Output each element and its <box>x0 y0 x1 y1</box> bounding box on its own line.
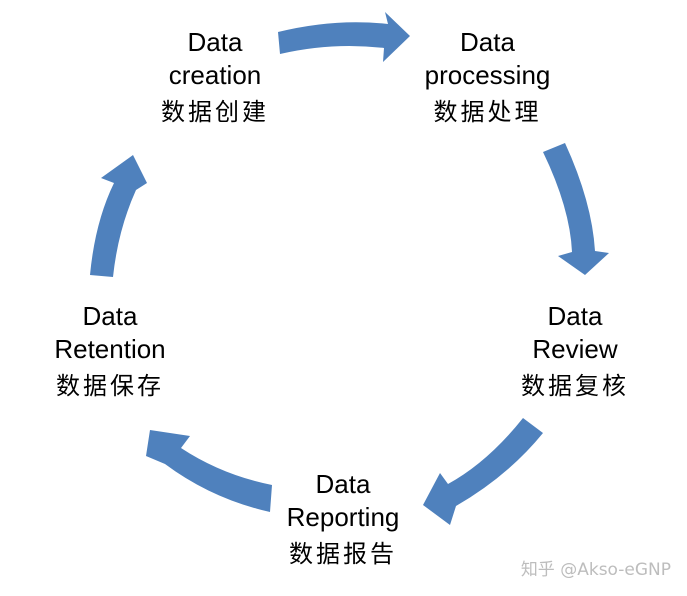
node-title-line2: Reporting <box>286 502 400 533</box>
node-title-line1: Data <box>315 469 371 499</box>
arrow-reporting-to-retention <box>146 430 272 512</box>
node-title-line1: Data <box>187 27 243 57</box>
node-chinese-label: 数据复核 <box>521 371 629 400</box>
node-data-reporting: Data Reporting 数据报告 <box>263 468 423 569</box>
node-data-retention: Data Retention 数据保存 <box>30 300 190 401</box>
node-chinese-label: 数据保存 <box>56 371 164 400</box>
node-data-review: Data Review 数据复核 <box>490 300 660 401</box>
node-title-line1: Data <box>460 27 515 57</box>
node-title-line1: Data <box>547 301 603 331</box>
node-title-line2: creation <box>168 60 262 91</box>
arrow-processing-to-review <box>543 143 609 275</box>
node-chinese-label: 数据处理 <box>433 97 542 126</box>
node-title-line2: Retention <box>54 334 166 365</box>
node-chinese-label: 数据创建 <box>161 97 269 126</box>
arrow-retention-to-creation <box>90 155 147 277</box>
node-data-creation: Data creation 数据创建 <box>130 26 300 127</box>
node-data-processing: Data processing 数据处理 <box>400 26 575 127</box>
arrow-creation-to-processing <box>278 12 410 62</box>
node-title-line2: processing <box>424 60 551 91</box>
watermark: 知乎 @Akso-eGNP <box>520 560 671 580</box>
arrow-review-to-reporting <box>423 418 543 525</box>
node-title-line1: Data <box>82 301 138 331</box>
node-chinese-label: 数据报告 <box>289 539 397 568</box>
node-title-line2: Review <box>532 334 618 365</box>
